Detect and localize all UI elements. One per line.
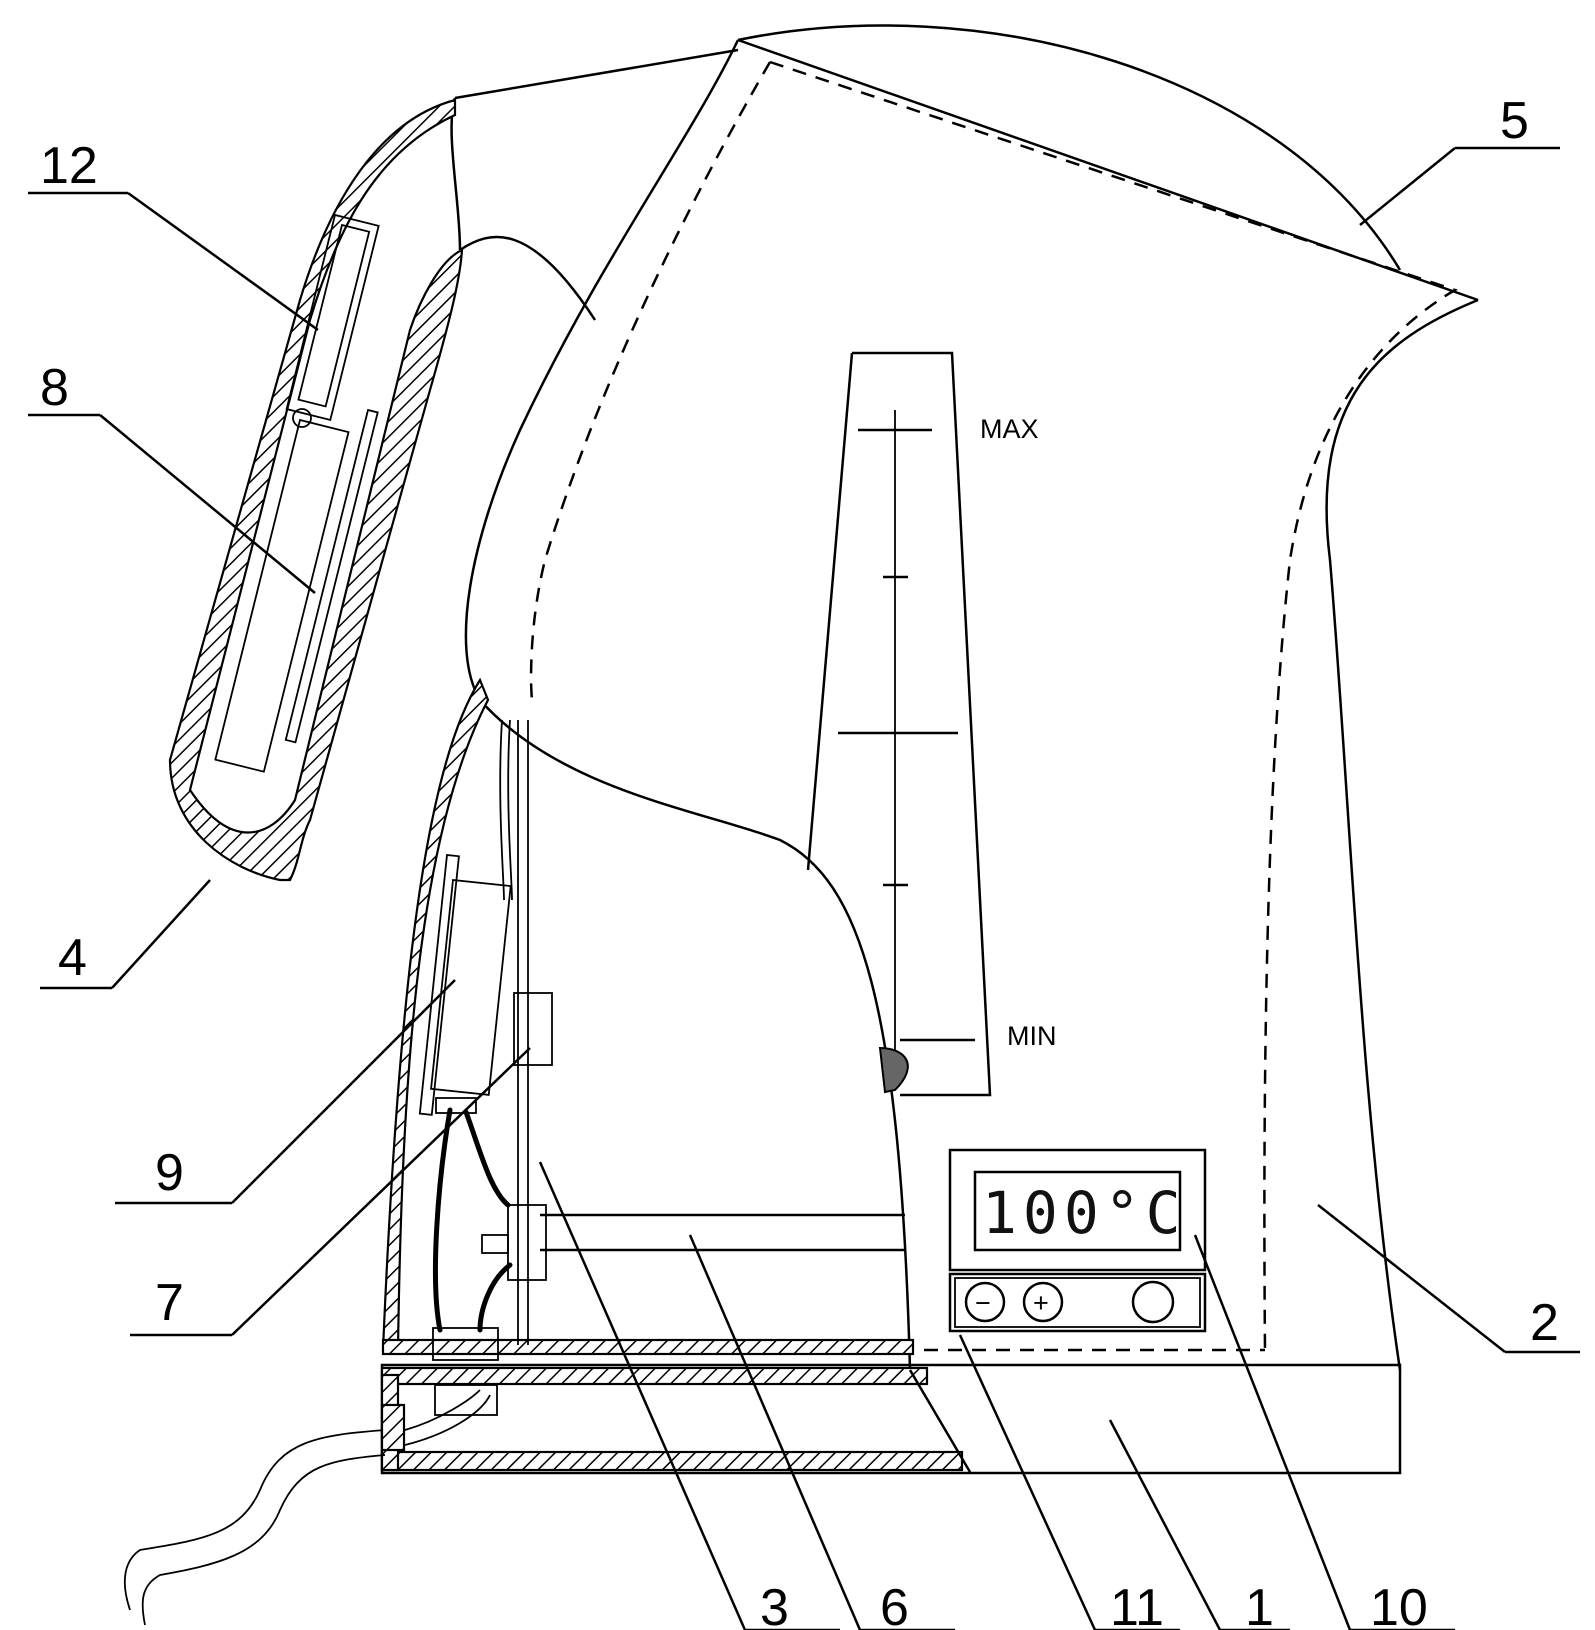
max-mark: MAX: [980, 414, 1039, 444]
svg-text:4: 4: [58, 929, 87, 987]
water-level-window: MAX MIN: [806, 351, 1057, 1097]
handle-switch: [285, 213, 380, 422]
power-button[interactable]: [1131, 1280, 1175, 1324]
display-panel: 100°C − +: [948, 1148, 1207, 1333]
svg-text:2: 2: [1530, 1294, 1559, 1352]
svg-text:−: −: [975, 1288, 991, 1318]
base: [380, 1363, 1402, 1475]
svg-text:12: 12: [40, 137, 98, 195]
svg-text:10: 10: [1370, 1579, 1428, 1630]
svg-text:+: +: [1033, 1288, 1049, 1318]
svg-text:1: 1: [1245, 1579, 1274, 1630]
min-mark: MIN: [1007, 1021, 1057, 1051]
svg-text:7: 7: [155, 1274, 184, 1332]
minus-button[interactable]: [964, 1281, 1006, 1323]
lower-back-wall: [381, 677, 915, 1356]
plus-button[interactable]: [1022, 1281, 1064, 1323]
handle: [168, 98, 464, 882]
reference-labels: 12 8 4 5 2 9 7 3 6 11: [28, 92, 1580, 1630]
kettle-body: [450, 24, 1479, 1371]
svg-text:9: 9: [155, 1144, 184, 1202]
handle-board: [214, 418, 350, 773]
svg-text:11: 11: [1110, 1579, 1164, 1630]
svg-text:5: 5: [1500, 92, 1529, 150]
sensor: [513, 992, 553, 1066]
control-module: [430, 879, 512, 1096]
svg-text:6: 6: [880, 1579, 909, 1630]
svg-text:8: 8: [40, 359, 69, 417]
heater-assembly: [123, 719, 905, 1626]
svg-text:3: 3: [760, 1579, 789, 1630]
temperature-display: 100°C: [982, 1179, 1187, 1247]
